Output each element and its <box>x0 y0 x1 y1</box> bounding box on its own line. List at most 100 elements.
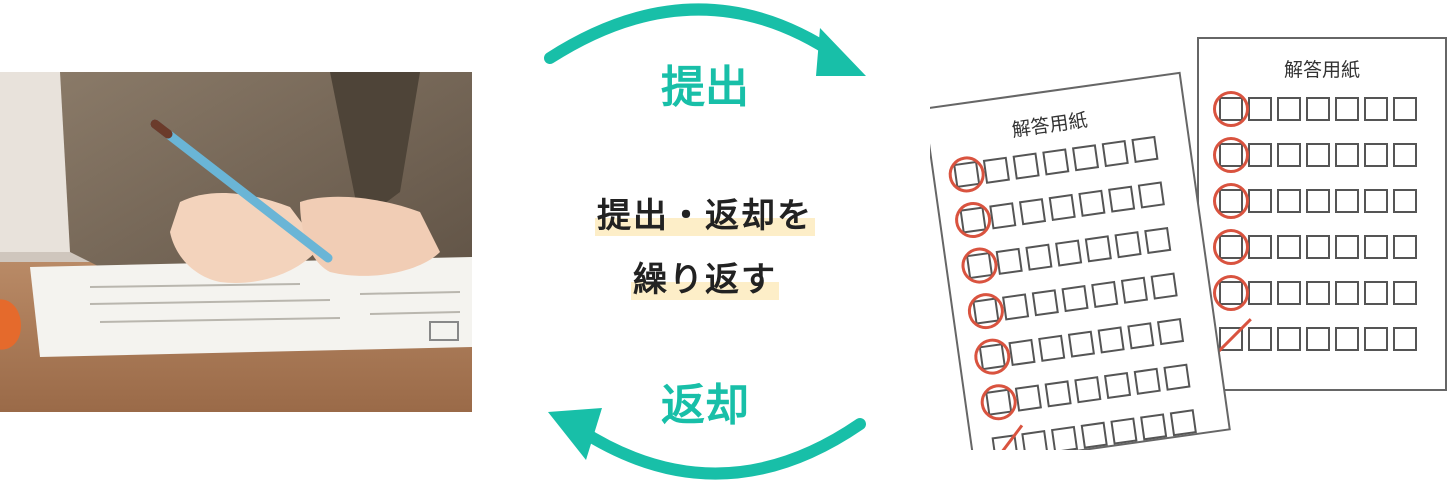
correct-mark-icon <box>1213 183 1249 219</box>
correct-mark-icon <box>961 247 998 284</box>
answer-box <box>1002 293 1030 321</box>
answer-box <box>1277 189 1301 213</box>
answer-box <box>1306 143 1330 167</box>
correct-mark-icon <box>1213 91 1249 127</box>
answer-box <box>1277 281 1301 305</box>
answer-box <box>1219 143 1243 167</box>
submit-arrow <box>544 3 866 76</box>
hand <box>170 192 320 283</box>
answer-box <box>1042 148 1070 176</box>
answer-box <box>1150 272 1178 300</box>
sheet-back-answer-grid <box>1210 91 1417 360</box>
answer-box <box>1306 189 1330 213</box>
answer-box <box>991 434 1019 450</box>
submit-label: 提出 <box>661 62 749 113</box>
correct-mark-icon <box>948 156 985 193</box>
answer-box <box>1335 97 1359 121</box>
answer-box <box>1364 235 1388 259</box>
answer-sheet-back: 解答用紙 <box>1197 37 1447 391</box>
answer-sheet-front: 解答用紙 <box>930 71 1231 450</box>
answer-box <box>1393 235 1417 259</box>
answer-box <box>1014 384 1042 412</box>
answer-box <box>1277 235 1301 259</box>
answer-box <box>1140 413 1168 441</box>
answer-box <box>1025 243 1053 271</box>
arrow-right-head-icon <box>816 28 866 76</box>
answer-box <box>1127 322 1155 350</box>
correct-mark-icon <box>1213 229 1249 265</box>
answer-box <box>965 251 994 280</box>
answer-box <box>1097 326 1125 354</box>
incorrect-mark-icon <box>987 424 1024 450</box>
answer-box <box>1219 327 1243 351</box>
correct-mark-icon <box>967 293 1004 330</box>
answer-box <box>982 156 1010 184</box>
exam-paper <box>30 257 472 357</box>
correct-mark-icon <box>955 201 992 238</box>
correct-mark-icon <box>1213 137 1249 173</box>
answer-box <box>1364 189 1388 213</box>
answer-box <box>1074 376 1102 404</box>
answer-box <box>1219 235 1243 259</box>
answer-box <box>1061 285 1089 313</box>
answer-box <box>1364 281 1388 305</box>
answer-box <box>1393 97 1417 121</box>
submit-return-cycle: 提出 返却 <box>544 3 866 480</box>
answer-box <box>1055 239 1083 267</box>
answer-box <box>1091 280 1119 308</box>
answer-box <box>972 297 1000 325</box>
answer-box <box>1219 189 1243 213</box>
return-label: 返却 <box>661 380 749 431</box>
answer-box <box>1393 189 1417 213</box>
answer-box <box>1364 97 1388 121</box>
answer-box <box>1277 327 1301 351</box>
student-exam-photo <box>0 72 472 412</box>
answer-box <box>959 206 987 234</box>
answer-box <box>1335 143 1359 167</box>
answer-box <box>1364 327 1388 351</box>
answer-box <box>1335 327 1359 351</box>
answer-box <box>1306 235 1330 259</box>
answer-box <box>995 247 1023 275</box>
answer-box <box>1050 425 1079 450</box>
answer-box <box>1335 281 1359 305</box>
answer-box <box>1335 235 1359 259</box>
answer-box <box>1101 140 1129 168</box>
answer-box <box>1084 235 1112 263</box>
answer-box <box>1131 135 1159 163</box>
cycle-caption-line2: 繰り返す <box>631 260 779 300</box>
answer-box <box>1114 231 1142 259</box>
answer-box <box>1393 281 1417 305</box>
cycle-caption-line1: 提出・返却を <box>595 196 815 236</box>
answer-box <box>1364 143 1388 167</box>
answer-box <box>1306 97 1330 121</box>
answer-box <box>989 202 1017 230</box>
answer-box <box>1008 338 1036 367</box>
answer-box <box>1393 143 1417 167</box>
answer-box <box>1306 327 1330 351</box>
answer-box <box>1393 327 1417 351</box>
answer-box <box>1103 371 1132 400</box>
arrow-left-head-icon <box>548 408 602 460</box>
answer-box <box>1163 363 1191 391</box>
answer-box <box>1108 185 1136 213</box>
answer-box <box>1044 380 1072 408</box>
pencil <box>150 119 333 263</box>
answer-box <box>1110 417 1138 445</box>
correct-mark-icon <box>1213 275 1249 311</box>
answer-box <box>1071 144 1100 172</box>
answer-box <box>1031 289 1059 317</box>
answer-box <box>1080 421 1108 449</box>
answer-box <box>953 160 981 189</box>
answer-box <box>1137 181 1165 209</box>
answer-box <box>1038 334 1066 362</box>
correct-mark-icon <box>974 338 1011 375</box>
correct-mark-icon <box>980 384 1017 421</box>
answer-box <box>1277 97 1301 121</box>
sheet-front-answer-grid <box>948 135 1197 450</box>
answer-box <box>1021 430 1049 450</box>
answer-box <box>1277 143 1301 167</box>
answer-box <box>1018 198 1047 226</box>
answer-box <box>1133 367 1161 395</box>
answer-box <box>1120 276 1148 304</box>
